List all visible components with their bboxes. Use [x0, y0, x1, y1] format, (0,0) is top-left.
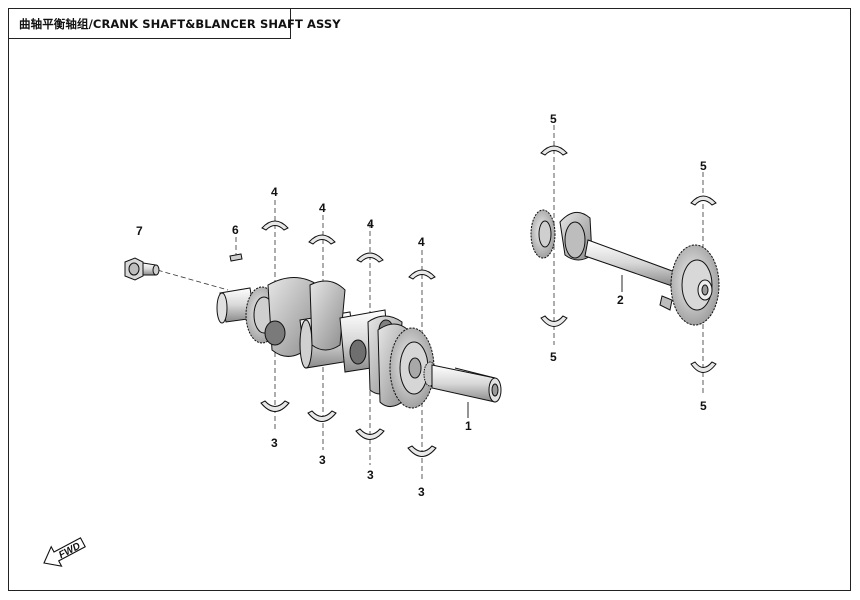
drawing-frame: [8, 8, 851, 591]
callout-balancer-bearing-lower-a: 5: [550, 350, 557, 364]
key: [229, 253, 243, 262]
main-bearing-lower-a: [260, 400, 290, 412]
callout-key: 6: [232, 223, 239, 237]
main-bearing-upper-d: [408, 269, 436, 280]
callout-leaders: [467, 275, 623, 418]
crankshaft: [216, 277, 502, 409]
balancer-shaft: [530, 209, 720, 326]
page-title: 曲轴平衡轴组/CRANK SHAFT&BLANCER SHAFT ASSY: [19, 16, 341, 31]
callout-balancer-bearing-upper-a: 5: [550, 112, 557, 126]
callout-bearing-upper-d: 4: [418, 235, 425, 249]
callout-crankshaft: 1: [465, 419, 472, 433]
balancer-bearing-lower-b: [690, 361, 717, 373]
callout-bolt: 7: [136, 224, 143, 238]
callout-bearing-lower-b: 3: [319, 453, 326, 467]
main-bearing-lower-c: [355, 428, 385, 440]
callout-bearing-upper-a: 4: [271, 185, 278, 199]
title-block: 曲轴平衡轴组/CRANK SHAFT&BLANCER SHAFT ASSY: [8, 8, 341, 39]
main-bearing-upper-b: [308, 234, 336, 245]
balancer-bearing-lower-a: [540, 315, 568, 327]
main-bearing-lower-d: [407, 445, 437, 457]
main-bearing-lower-b: [307, 410, 337, 422]
callout-bearing-lower-a: 3: [271, 436, 278, 450]
main-bearing-upper-a: [261, 220, 289, 231]
callout-bearing-upper-c: 4: [367, 217, 374, 231]
fwd-label: FWD: [57, 541, 82, 561]
callout-balancer-shaft: 2: [617, 293, 624, 307]
balancer-bearing-upper-b: [690, 195, 717, 206]
callout-balancer-bearing-lower-b: 5: [700, 399, 707, 413]
fwd-arrow: FWD: [43, 537, 86, 567]
callout-bearing-upper-b: 4: [319, 201, 326, 215]
callout-balancer-bearing-upper-b: 5: [700, 159, 707, 173]
callout-bearing-lower-d: 3: [418, 485, 425, 499]
balancer-bearing-upper-a: [540, 145, 568, 156]
callout-bearing-lower-c: 3: [367, 468, 374, 482]
bolt: [124, 257, 160, 281]
main-bearing-upper-c: [356, 252, 384, 263]
